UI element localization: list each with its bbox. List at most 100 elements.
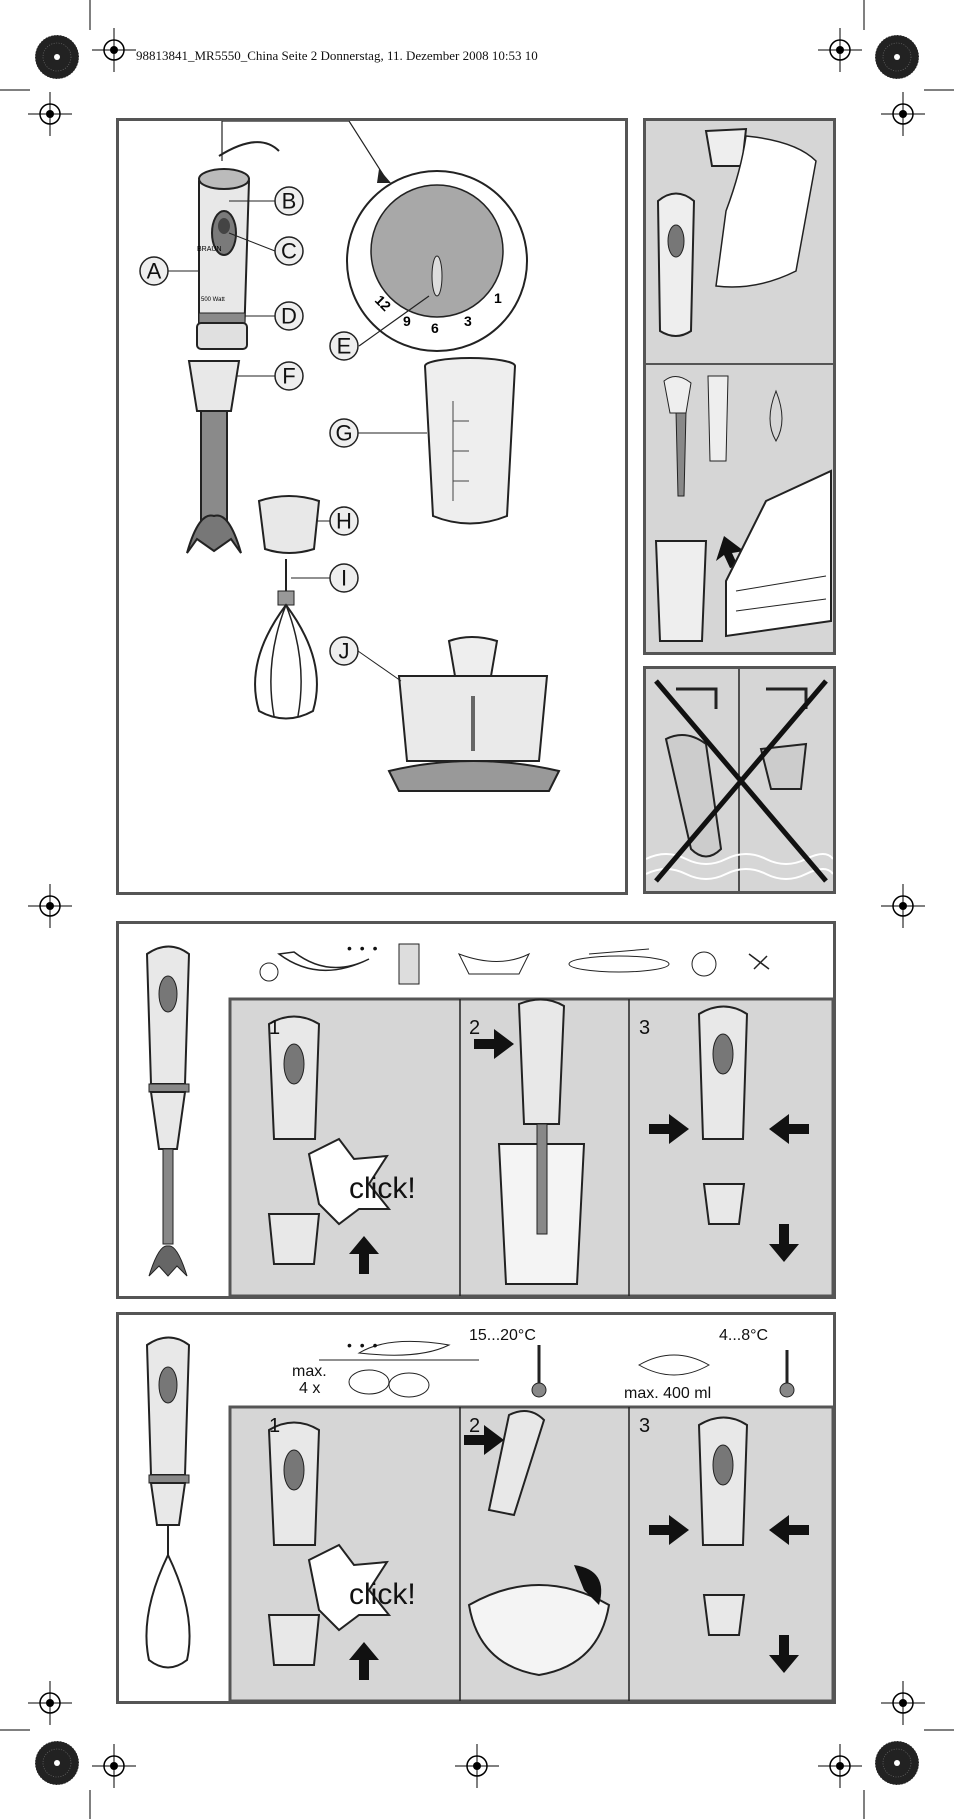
egg-temperature-label: 15...20°C (469, 1327, 536, 1344)
crosshair-icon (817, 1743, 863, 1789)
whisk-step2-illustration (464, 1410, 611, 1677)
glass-icon (398, 943, 420, 985)
thermometer-icon (531, 1345, 547, 1398)
part-label-b: B (229, 186, 304, 216)
click-burst-text: click! (349, 1578, 416, 1611)
arrow-right-icon (464, 1425, 504, 1455)
registration-star-icon (874, 1740, 920, 1786)
cream-temperature-label: 4...8°C (719, 1327, 769, 1344)
crosshair-icon (91, 1743, 137, 1789)
arrow-left-icon (769, 1114, 809, 1144)
step-number: 3 (639, 1017, 651, 1039)
dial-number: 3 (464, 313, 472, 329)
part-label-f: F (237, 361, 304, 391)
crosshair-icon (27, 91, 73, 137)
part-label-c: C (228, 232, 304, 266)
registration-star-icon (34, 1740, 80, 1786)
banana-icon (259, 951, 370, 982)
click-burst-text: click! (349, 1172, 416, 1205)
svg-text:F: F (282, 364, 295, 389)
arrow-down-icon (769, 1224, 799, 1262)
cleaning-illustration (646, 127, 833, 642)
svg-text:A: A (147, 259, 162, 284)
part-label-d: D (245, 301, 304, 331)
svg-text:E: E (337, 334, 352, 359)
blender-shaft-illustration (186, 360, 242, 554)
ellipsis-text: • • • (347, 1337, 380, 1353)
ellipsis-text: • • • (347, 940, 380, 956)
whisk-illustration (254, 559, 318, 720)
whisk-section: • • • max. 4 x 15...20°C 4...8°C max. 40… (116, 1312, 836, 1704)
sauce-boat-icon (457, 952, 531, 975)
crosshair-icon (817, 27, 863, 73)
step-number: 1 (269, 1017, 281, 1039)
beaker-illustration (424, 357, 516, 525)
parts-diagram-panel: 12 9 6 3 1 (116, 118, 628, 895)
eggs-count-label: 4 x (299, 1380, 321, 1397)
crosshair-icon (91, 27, 137, 73)
step-number: 3 (639, 1415, 651, 1437)
svg-text:G: G (335, 421, 352, 446)
dial-number: 1 (494, 290, 502, 306)
cream-bowl-icon (637, 1354, 711, 1376)
arrow-right-icon (649, 1114, 689, 1144)
arrow-right-icon (474, 1029, 514, 1059)
dial-number: 9 (403, 313, 411, 329)
step-number: 1 (269, 1415, 281, 1437)
crosshair-icon (880, 91, 926, 137)
part-label-e: E (329, 331, 359, 361)
tomato-icon (691, 951, 717, 977)
step2-illustration (474, 998, 586, 1285)
hand-blender-illustration (145, 945, 191, 1277)
no-water-warning-panel (643, 666, 836, 894)
registration-star-icon (874, 34, 920, 80)
crosshair-icon (27, 883, 73, 929)
arrow-left-icon (769, 1515, 809, 1545)
max-cream-label: max. 400 ml (624, 1385, 712, 1402)
no-water-illustration (646, 669, 833, 891)
whisk-section-illustrations (145, 1336, 833, 1701)
crosshair-icon (880, 1680, 926, 1726)
blender-section-illustrations (145, 943, 833, 1296)
step1-illustration (267, 1015, 392, 1274)
speed-dial-illustration: 12 9 6 3 1 (346, 170, 528, 352)
hand-blender-whisk-illustration (145, 1336, 191, 1669)
whisk-step3-illustration (649, 1416, 809, 1673)
plate-spoon-icon (568, 948, 670, 973)
svg-text:D: D (281, 304, 297, 329)
step-number: 2 (469, 1415, 481, 1437)
motor-part-illustration (196, 121, 391, 350)
crosshair-icon (27, 1680, 73, 1726)
brand-text: BRAUN (197, 246, 222, 253)
step-number: 2 (469, 1017, 481, 1039)
eggs-icon (319, 1340, 479, 1398)
max-eggs-label: max. (292, 1363, 327, 1380)
parts-diagram: 12 9 6 3 1 (139, 121, 561, 792)
whisk-gear-illustration (257, 495, 321, 554)
svg-text:H: H (336, 509, 352, 534)
part-label-j: J (329, 636, 402, 682)
registration-star-icon (34, 34, 80, 80)
power-text: 500 Watt (201, 297, 225, 303)
whisk-step1-illustration (267, 1421, 392, 1680)
thermometer-icon (779, 1350, 795, 1398)
arrow-up-icon (349, 1236, 379, 1274)
print-header: 98813841_MR5550_China Seite 2 Donnerstag… (136, 48, 538, 63)
svg-text:I: I (341, 566, 347, 591)
chopper-illustration (387, 636, 561, 792)
part-label-i: I (291, 563, 359, 593)
arrow-down-icon (769, 1635, 799, 1673)
svg-text:J: J (339, 639, 350, 664)
svg-text:B: B (282, 189, 297, 214)
crosshair-icon (454, 1743, 500, 1789)
part-label-g: G (329, 418, 427, 448)
crosshair-icon (880, 883, 926, 929)
arrow-up-icon (349, 1642, 379, 1680)
cleaning-panel (643, 118, 836, 655)
arrow-right-icon (649, 1515, 689, 1545)
part-label-h: H (317, 506, 359, 536)
blender-section: • • • 1 2 3 click! (116, 921, 836, 1299)
step3-illustration (649, 1005, 809, 1262)
dial-number: 6 (431, 320, 439, 336)
